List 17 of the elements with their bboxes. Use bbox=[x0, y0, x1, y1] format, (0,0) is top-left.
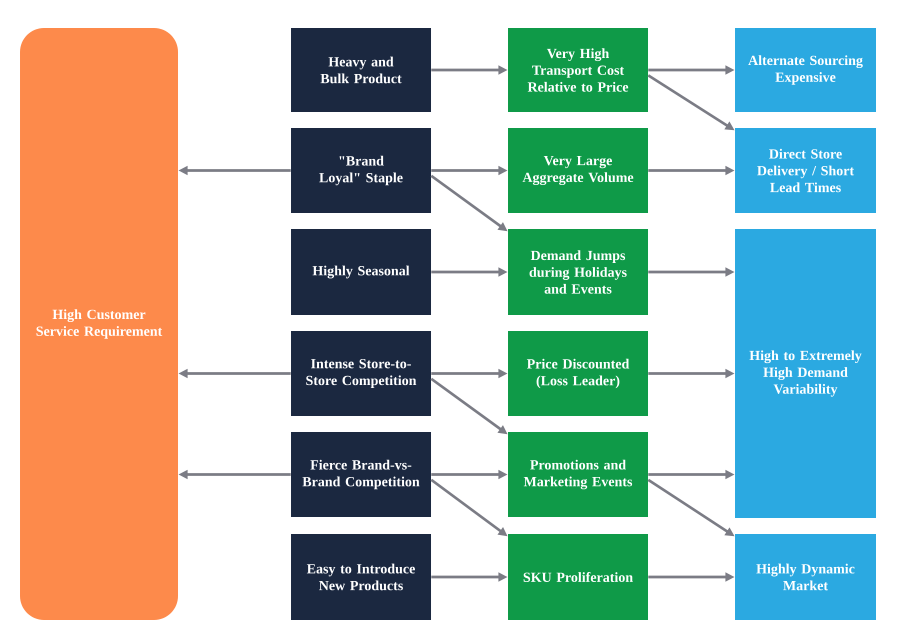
characteristic-box: Intense Store-to-Store Competition bbox=[291, 331, 431, 416]
characteristic-box: Easy to Introduce New Products bbox=[291, 534, 431, 620]
effect-box: SKU Proliferation bbox=[508, 534, 648, 620]
effect-box: Demand Jumps during Holidays and Events bbox=[508, 229, 648, 315]
characteristic-box: Highly Seasonal bbox=[291, 229, 431, 315]
outcome-box: Highly Dynamic Market bbox=[735, 534, 876, 620]
outcome-box: High to Extremely High Demand Variability bbox=[735, 229, 876, 518]
outcome-box: Direct Store Delivery / Short Lead Times bbox=[735, 128, 876, 213]
characteristic-box: "Brand Loyal" Staple bbox=[291, 128, 431, 213]
effect-box: Promotions and Marketing Events bbox=[508, 432, 648, 517]
characteristic-box: Heavy and Bulk Product bbox=[291, 28, 431, 112]
effect-box: Very Large Aggregate Volume bbox=[508, 128, 648, 213]
effect-box: Price Discounted (Loss Leader) bbox=[508, 331, 648, 416]
outcome-box: Alternate Sourcing Expensive bbox=[735, 28, 876, 112]
effect-box: Very High Transport Cost Relative to Price bbox=[508, 28, 648, 112]
requirement-box: High Customer Service Requirement bbox=[20, 28, 178, 620]
characteristic-box: Fierce Brand-vs-Brand Competition bbox=[291, 432, 431, 517]
